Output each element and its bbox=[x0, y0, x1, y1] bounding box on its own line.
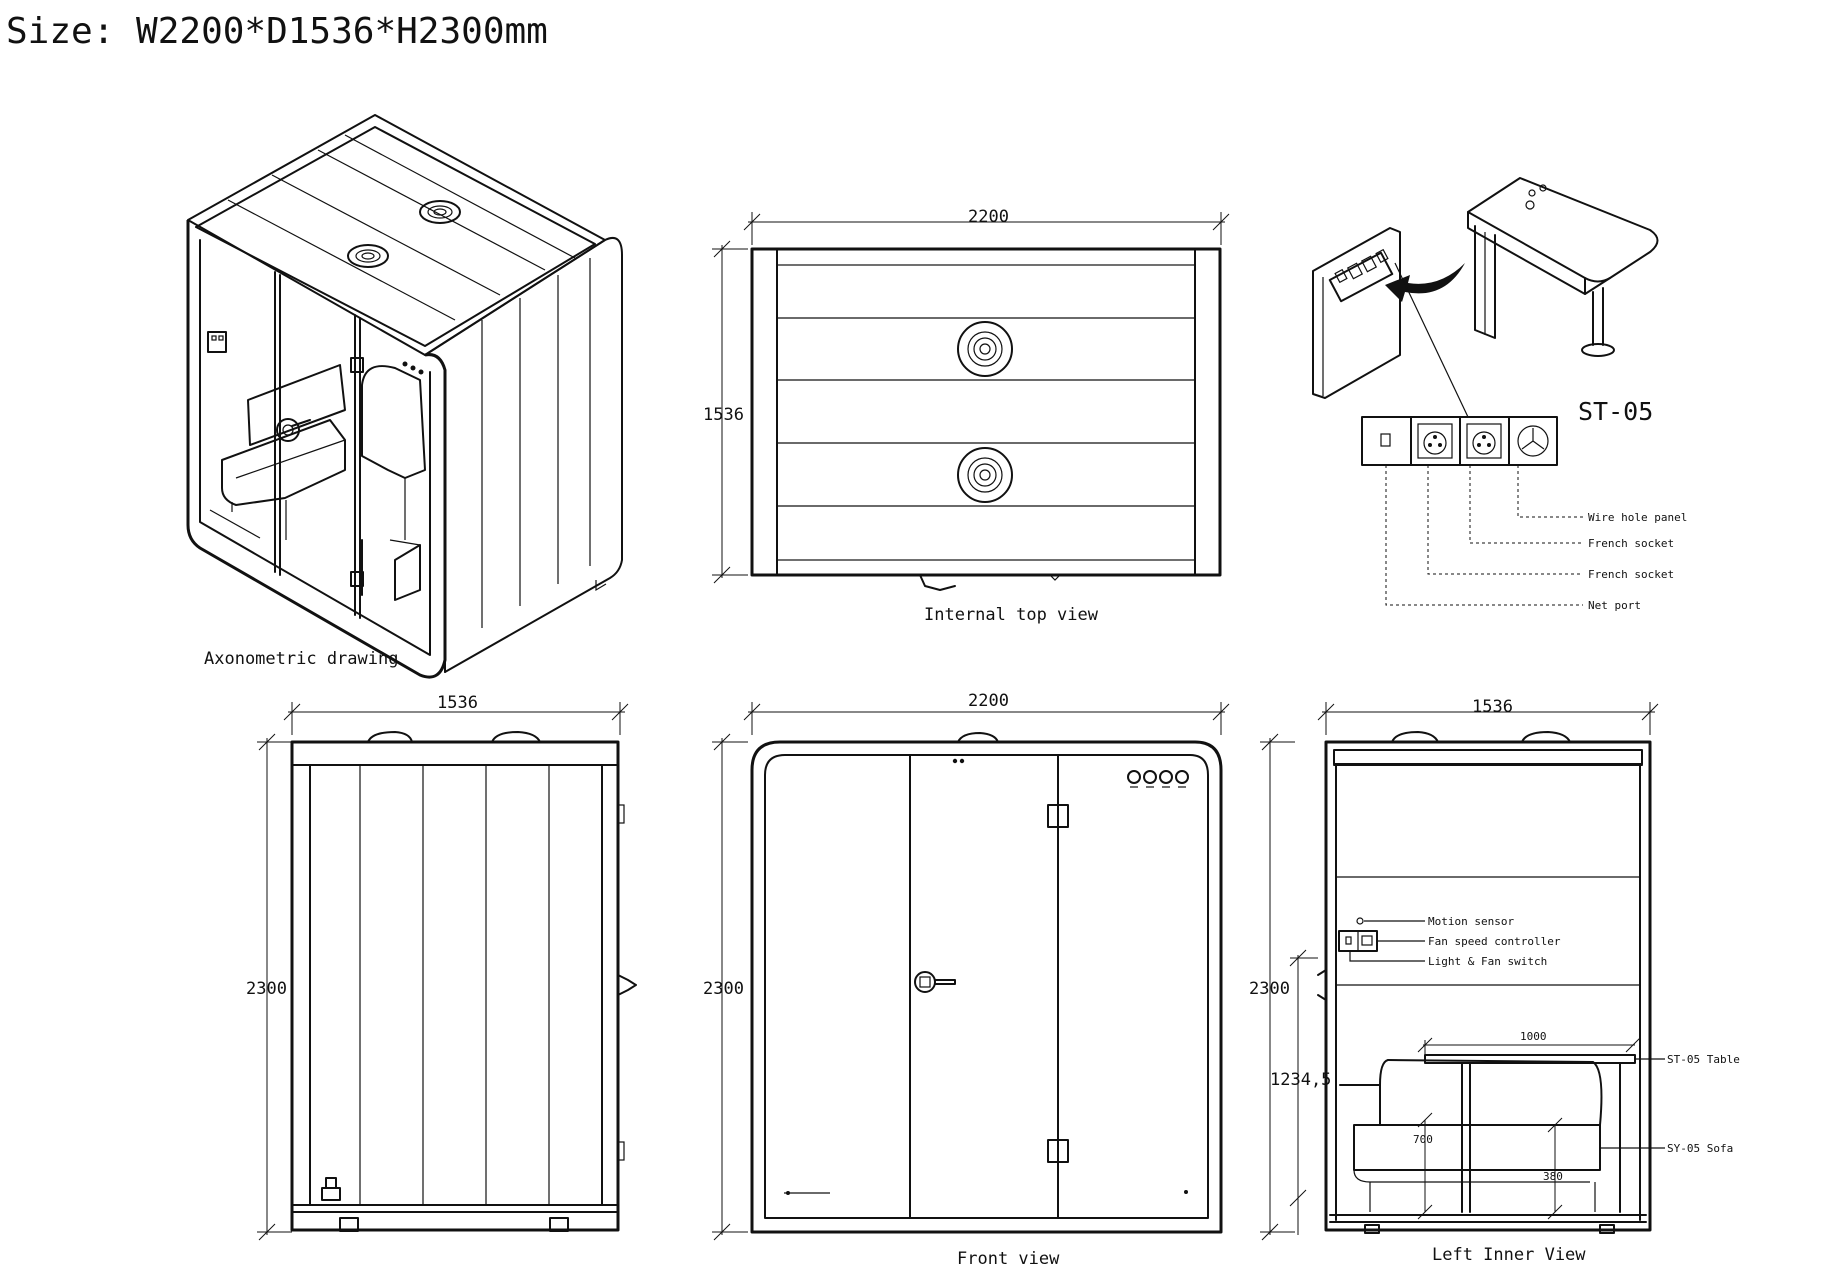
wire-hole-panel bbox=[1517, 425, 1549, 457]
roof-fan-1 bbox=[419, 200, 461, 224]
top-depth-dim: 1536 bbox=[703, 405, 744, 425]
callout-fan-speed-controller: Fan speed controller bbox=[1428, 935, 1561, 948]
callout-motion-sensor: Motion sensor bbox=[1428, 915, 1514, 928]
front-height-dim: 2300 bbox=[703, 979, 744, 999]
inner-sofa-depth-dim: 700 bbox=[1413, 1133, 1433, 1146]
front-view-caption: Front view bbox=[957, 1249, 1060, 1269]
callout-net-port: Net port bbox=[1588, 599, 1641, 612]
french-socket-1 bbox=[1417, 423, 1453, 459]
front-width-dim: 2200 bbox=[968, 691, 1009, 711]
side-view: 1536 2300 bbox=[246, 693, 637, 1241]
front-view: 2200 2300 Front view bbox=[703, 691, 1230, 1269]
side-width-dim: 1536 bbox=[437, 693, 478, 713]
callout-light-fan-switch: Light & Fan switch bbox=[1428, 955, 1547, 968]
inner-width-dim: 1536 bbox=[1472, 697, 1513, 717]
axonometric-caption: Axonometric drawing bbox=[204, 649, 398, 669]
inner-table-length-dim: 1000 bbox=[1520, 1030, 1547, 1043]
callout-french-socket-1: French socket bbox=[1588, 537, 1674, 550]
side-height-dim: 2300 bbox=[246, 979, 287, 999]
inner-seat-height-dim: 380 bbox=[1543, 1170, 1563, 1183]
callout-wire-hole-panel: Wire hole panel bbox=[1588, 511, 1687, 524]
axonometric-view: Axonometric drawing bbox=[186, 114, 623, 679]
french-socket-2 bbox=[1466, 423, 1502, 459]
left-inner-caption: Left Inner View bbox=[1432, 1245, 1586, 1265]
callout-st-05-table: ST-05 Table bbox=[1667, 1053, 1740, 1066]
internal-top-view: 2200 1536 Internal top view bbox=[703, 207, 1230, 625]
size-title: Size: W2200*D1536*H2300mm bbox=[6, 11, 548, 52]
internal-top-caption: Internal top view bbox=[924, 605, 1099, 625]
inner-height-dim: 2300 bbox=[1249, 979, 1290, 999]
inner-table-height-dim: 1234,5 bbox=[1270, 1070, 1331, 1090]
roof-fan-2 bbox=[347, 244, 389, 268]
top-view-fan-2 bbox=[957, 447, 1013, 503]
top-width-dim: 2200 bbox=[968, 207, 1009, 227]
table-detail-view: ST-05 Wire hole p bbox=[1312, 177, 1687, 612]
left-inner-view: 1536 2300 1234,5 Motion bbox=[1249, 697, 1740, 1265]
top-view-fan-1 bbox=[957, 321, 1013, 377]
callout-sy-05-sofa: SY-05 Sofa bbox=[1667, 1142, 1733, 1155]
callout-french-socket-2: French socket bbox=[1588, 568, 1674, 581]
table-model-label: ST-05 bbox=[1578, 397, 1653, 426]
